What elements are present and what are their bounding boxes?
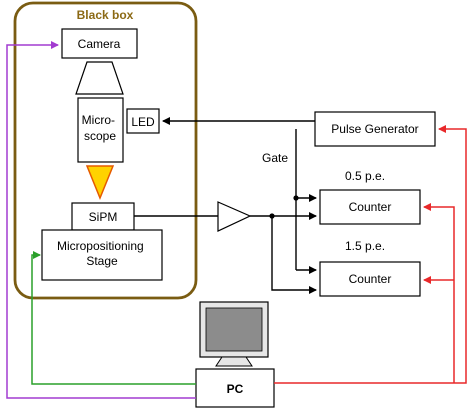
pc-to-pulse-generator-link [274, 125, 467, 384]
pc-to-stage-link [31, 251, 196, 385]
counter-label-2: Counter [349, 272, 392, 286]
stage-label-line2: Stage [86, 254, 118, 268]
microscope-block [77, 97, 124, 163]
stage-label: Micropositioning Stage [57, 239, 147, 268]
counter-label-1: Counter [349, 200, 392, 214]
black-box-enclosure [13, 1, 198, 300]
threshold-label-2: 1.5 p.e. [345, 239, 385, 253]
microscope-label-line1: Micro- [82, 113, 115, 127]
threshold-label-1: 0.5 p.e. [345, 169, 385, 183]
pc-block [195, 368, 275, 408]
pulse-generator-label: Pulse Generator [331, 122, 418, 136]
gate-label: Gate [262, 151, 288, 165]
black-box-title: Black box [77, 8, 134, 22]
microscope-label: Micro- scope [82, 113, 119, 143]
counter-block-2 [319, 261, 421, 297]
microscope-label-line2: scope [84, 129, 116, 143]
monitor-stand [215, 356, 253, 367]
camera-label: Camera [78, 37, 121, 51]
led-block [126, 108, 160, 134]
pc-to-counter1-link [423, 203, 455, 383]
amp-to-counter2-wire [271, 216, 317, 294]
stage-block [41, 229, 163, 281]
amplifier-triangle [217, 201, 252, 232]
pc-label: PC [227, 382, 244, 396]
monitor-screen [205, 307, 263, 352]
led-label: LED [131, 115, 155, 129]
stage-label-line1: Micropositioning [57, 239, 144, 253]
counter-block-1 [319, 189, 421, 225]
lens-shape [75, 61, 124, 95]
camera-block [61, 28, 138, 59]
pc-to-camera-link [6, 41, 196, 399]
pulse-generator-block [314, 111, 436, 147]
sipm-label: SiPM [89, 210, 118, 224]
light-beam-cone [85, 165, 115, 200]
